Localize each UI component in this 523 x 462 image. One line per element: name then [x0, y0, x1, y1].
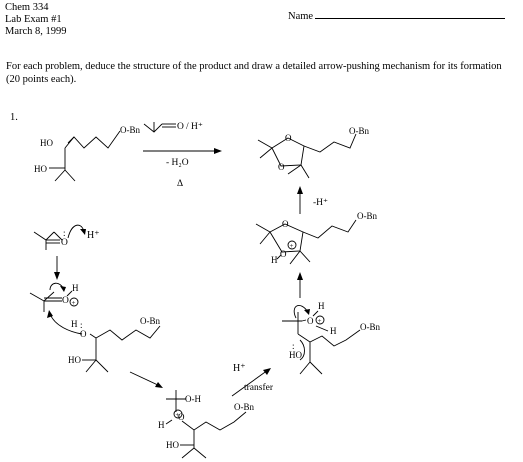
obn-label-5: O-Bn [234, 402, 254, 412]
heat-label: Δ [177, 179, 183, 189]
hplus-label-2: H⁺ [233, 363, 246, 374]
exam-date: March 8, 1999 [5, 26, 67, 37]
attack-curved-arrow [47, 310, 83, 335]
reagent-o-label: O [177, 122, 184, 132]
oxonium-charge-1: + [290, 242, 294, 250]
obn-label-2: O-Bn [349, 126, 369, 136]
oxonium-charge-4: + [318, 317, 322, 325]
leaving-o-label: O [307, 316, 314, 326]
hplus-label-1: H⁺ [87, 230, 100, 241]
obn-label-6: O-Bn [360, 322, 380, 332]
minus-h-label: -H⁺ [313, 198, 328, 208]
leaving-h-label-2: H [330, 326, 337, 336]
hemiketal-oh-label: O-H [185, 394, 201, 404]
product-dioxolane: O O O-Bn [257, 126, 369, 179]
name-field: Name [288, 9, 506, 23]
ho-label-2: HO [34, 164, 47, 174]
ho-label-3: HO [68, 355, 81, 365]
lone-pair-1: : [63, 228, 66, 238]
oxonium-charge-2: + [72, 299, 76, 307]
product-o-top: O [285, 133, 292, 143]
obn-label-3: O-Bn [357, 211, 377, 221]
deprotonation-arrow [297, 186, 303, 214]
minus-water-label: - H₂O [166, 158, 189, 168]
lone-pair-3: : [292, 341, 295, 351]
hemiketal-h-label: H [158, 420, 165, 430]
protonated-dioxolane: O O + H O-Bn [255, 211, 377, 265]
reagent-acetone: O / H⁺ [143, 122, 203, 133]
acetone-protonation: O : H⁺ [33, 224, 100, 250]
ring-o-label: HO [289, 350, 302, 360]
ho-label-4: HO [166, 440, 179, 450]
reaction-arrow [143, 148, 222, 154]
product-o-bottom: O [278, 162, 285, 172]
lone-pair-2: : [80, 320, 83, 330]
diol-nucleophile: O : H HO O-Bn [68, 316, 160, 373]
hemiketal-o-label: O [178, 412, 185, 422]
hemiketal: O-H O + H HO O-Bn [158, 390, 254, 459]
obn-label-4: O-Bn [140, 316, 160, 326]
leaving-h-label-1: H [318, 301, 325, 311]
cation-o-bottom: O [280, 249, 287, 259]
transfer-label: transfer [244, 382, 274, 393]
exam-title: Lab Exam #1 [5, 14, 62, 25]
name-blank-line [315, 9, 506, 19]
problem-number: 1. [10, 112, 18, 123]
reagent-acid-label: / H⁺ [186, 122, 203, 132]
obn-label-1: O-Bn [120, 125, 140, 135]
protonated-hemiketal: O H + H HO : O-Bn [282, 301, 380, 375]
oxonium-charge-3: + [176, 411, 180, 419]
instructions-text: For each problem, deduce the structure o… [6, 61, 502, 85]
starting-diol: HO HO O-Bn [34, 125, 140, 182]
acetone-o-label: O [61, 238, 68, 248]
cyclization-arrow [297, 272, 303, 298]
course-title: Chem 334 [5, 2, 49, 13]
oxonium-h-label: H [72, 283, 79, 293]
addition-arrow [129, 371, 163, 388]
protonated-acetone: O H + [29, 282, 79, 312]
name-label: Name [288, 11, 314, 22]
nucleophile-h-label: H [71, 319, 78, 329]
ho-label-1: HO [40, 138, 53, 148]
oxonium-o-label: O [62, 296, 69, 306]
nucleophile-o-label: O [80, 329, 87, 339]
cation-h-label: H [271, 255, 278, 265]
cation-o-top: O [282, 219, 289, 229]
protonation-arrow [54, 256, 60, 280]
proton-transfer-arrow [231, 368, 271, 397]
